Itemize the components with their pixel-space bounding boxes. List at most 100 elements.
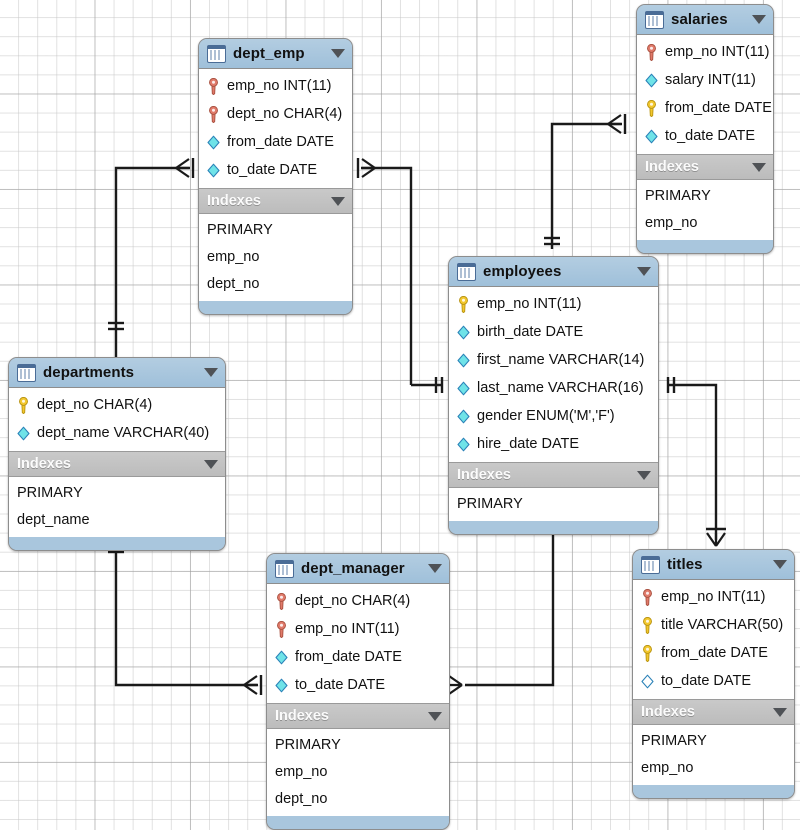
- table-departments[interactable]: departments dept_no CHAR(4) dept_name VARC…: [8, 357, 226, 551]
- index-row[interactable]: PRIMARY: [645, 187, 711, 204]
- indexes-section-header[interactable]: Indexes: [267, 703, 449, 729]
- column-row[interactable]: to_date DATE: [267, 671, 449, 699]
- column-row[interactable]: gender ENUM('M','F'): [449, 402, 658, 430]
- column-row[interactable]: emp_no INT(11): [267, 615, 449, 643]
- column-label: title VARCHAR(50): [661, 617, 784, 633]
- plain-diamond-icon: [641, 674, 654, 688]
- index-row[interactable]: emp_no: [275, 763, 328, 780]
- relationship-employees-titles: [666, 375, 728, 548]
- column-row[interactable]: to_date DATE: [633, 667, 794, 695]
- indexes-section-header[interactable]: Indexes: [9, 451, 225, 477]
- column-row[interactable]: from_date DATE: [267, 643, 449, 671]
- column-row[interactable]: dept_name VARCHAR(40): [9, 419, 225, 447]
- column-row[interactable]: to_date DATE: [637, 122, 773, 150]
- table-employees[interactable]: employees emp_no INT(11)birth_date DATE fi…: [448, 256, 659, 535]
- indexed-diamond-icon: [275, 650, 288, 664]
- column-row[interactable]: emp_no INT(11): [449, 290, 658, 318]
- indexed-diamond-icon: [645, 73, 658, 87]
- column-label: dept_no CHAR(4): [37, 397, 153, 413]
- column-list: emp_no INT(11)birth_date DATE first_name …: [449, 287, 658, 462]
- column-label: hire_date DATE: [477, 436, 580, 452]
- table-dept_manager[interactable]: dept_manager dept_no CHAR(4)emp_no INT(11…: [266, 553, 450, 830]
- column-label: emp_no INT(11): [227, 78, 332, 94]
- chevron-down-icon[interactable]: [773, 560, 787, 569]
- indexes-section-header[interactable]: Indexes: [199, 188, 352, 214]
- index-row[interactable]: PRIMARY: [457, 495, 523, 512]
- table-header-dept_emp[interactable]: dept_emp: [199, 39, 352, 69]
- table-salaries[interactable]: salaries emp_no INT(11) salary INT(11) from…: [636, 4, 774, 254]
- indexes-section-label: Indexes: [457, 467, 511, 483]
- column-row[interactable]: hire_date DATE: [449, 430, 658, 458]
- indexes-section-label: Indexes: [645, 159, 699, 175]
- column-row[interactable]: from_date DATE: [637, 94, 773, 122]
- table-dept_emp[interactable]: dept_emp emp_no INT(11) dept_no CHAR(4) fro…: [198, 38, 353, 315]
- index-row[interactable]: PRIMARY: [275, 736, 341, 753]
- index-row[interactable]: emp_no: [207, 248, 260, 265]
- chevron-down-icon[interactable]: [428, 564, 442, 573]
- index-row[interactable]: dept_name: [17, 511, 90, 528]
- column-row[interactable]: from_date DATE: [633, 639, 794, 667]
- indexes-section-header[interactable]: Indexes: [633, 699, 794, 725]
- table-icon: [207, 44, 226, 63]
- table-header-employees[interactable]: employees: [449, 257, 658, 287]
- chevron-down-icon[interactable]: [637, 267, 651, 276]
- column-row[interactable]: title VARCHAR(50): [633, 611, 794, 639]
- table-header-titles[interactable]: titles: [633, 550, 794, 580]
- index-row[interactable]: PRIMARY: [641, 732, 707, 749]
- column-list: emp_no INT(11) dept_no CHAR(4) from_date D…: [199, 69, 352, 188]
- chevron-down-icon[interactable]: [428, 711, 442, 721]
- column-row[interactable]: from_date DATE: [199, 128, 352, 156]
- column-row[interactable]: dept_no CHAR(4): [9, 391, 225, 419]
- relationship-employees-dept_manager: [443, 518, 563, 697]
- chevron-down-icon[interactable]: [331, 49, 345, 58]
- column-label: to_date DATE: [227, 162, 318, 178]
- indexes-section-label: Indexes: [207, 193, 261, 209]
- index-row[interactable]: PRIMARY: [207, 221, 273, 238]
- column-list: emp_no INT(11) title VARCHAR(50) from_date…: [633, 580, 794, 699]
- column-label: to_date DATE: [295, 677, 386, 693]
- column-row[interactable]: first_name VARCHAR(14): [449, 346, 658, 374]
- column-row[interactable]: salary INT(11): [637, 66, 773, 94]
- index-row[interactable]: PRIMARY: [17, 484, 83, 501]
- column-label: from_date DATE: [665, 100, 772, 116]
- table-titles[interactable]: titles emp_no INT(11) title VARCHAR(50) fro…: [632, 549, 795, 799]
- fk-pin-icon: [209, 105, 218, 123]
- indexed-diamond-icon: [207, 135, 220, 149]
- index-row[interactable]: emp_no: [641, 759, 694, 776]
- chevron-down-icon[interactable]: [204, 459, 218, 469]
- column-label: emp_no INT(11): [665, 44, 770, 60]
- chevron-down-icon[interactable]: [773, 707, 787, 717]
- chevron-down-icon[interactable]: [204, 368, 218, 377]
- chevron-down-icon[interactable]: [637, 470, 651, 480]
- column-label: first_name VARCHAR(14): [477, 352, 645, 368]
- chevron-down-icon[interactable]: [331, 196, 345, 206]
- table-name: dept_manager: [301, 560, 405, 577]
- column-row[interactable]: last_name VARCHAR(16): [449, 374, 658, 402]
- table-header-dept_manager[interactable]: dept_manager: [267, 554, 449, 584]
- column-row[interactable]: dept_no CHAR(4): [267, 587, 449, 615]
- column-row[interactable]: to_date DATE: [199, 156, 352, 184]
- column-row[interactable]: dept_no CHAR(4): [199, 100, 352, 128]
- table-header-salaries[interactable]: salaries: [637, 5, 773, 35]
- column-row[interactable]: birth_date DATE: [449, 318, 658, 346]
- table-header-departments[interactable]: departments: [9, 358, 225, 388]
- column-row[interactable]: emp_no INT(11): [199, 72, 352, 100]
- column-label: from_date DATE: [227, 134, 334, 150]
- index-list: PRIMARY: [449, 488, 658, 521]
- table-footer: [637, 240, 773, 253]
- indexes-section-header[interactable]: Indexes: [449, 462, 658, 488]
- column-row[interactable]: emp_no INT(11): [637, 38, 773, 66]
- index-row[interactable]: emp_no: [645, 214, 698, 231]
- indexed-diamond-icon: [457, 437, 470, 451]
- relationship-employees-dept_emp: [356, 156, 444, 395]
- column-row[interactable]: emp_no INT(11): [633, 583, 794, 611]
- column-list: emp_no INT(11) salary INT(11) from_date DA…: [637, 35, 773, 154]
- index-row[interactable]: dept_no: [207, 275, 260, 292]
- indexes-section-header[interactable]: Indexes: [637, 154, 773, 180]
- chevron-down-icon[interactable]: [752, 15, 766, 24]
- chevron-down-icon[interactable]: [752, 162, 766, 172]
- table-footer: [9, 537, 225, 550]
- fk-pin-icon: [209, 77, 218, 95]
- index-row[interactable]: dept_no: [275, 790, 328, 807]
